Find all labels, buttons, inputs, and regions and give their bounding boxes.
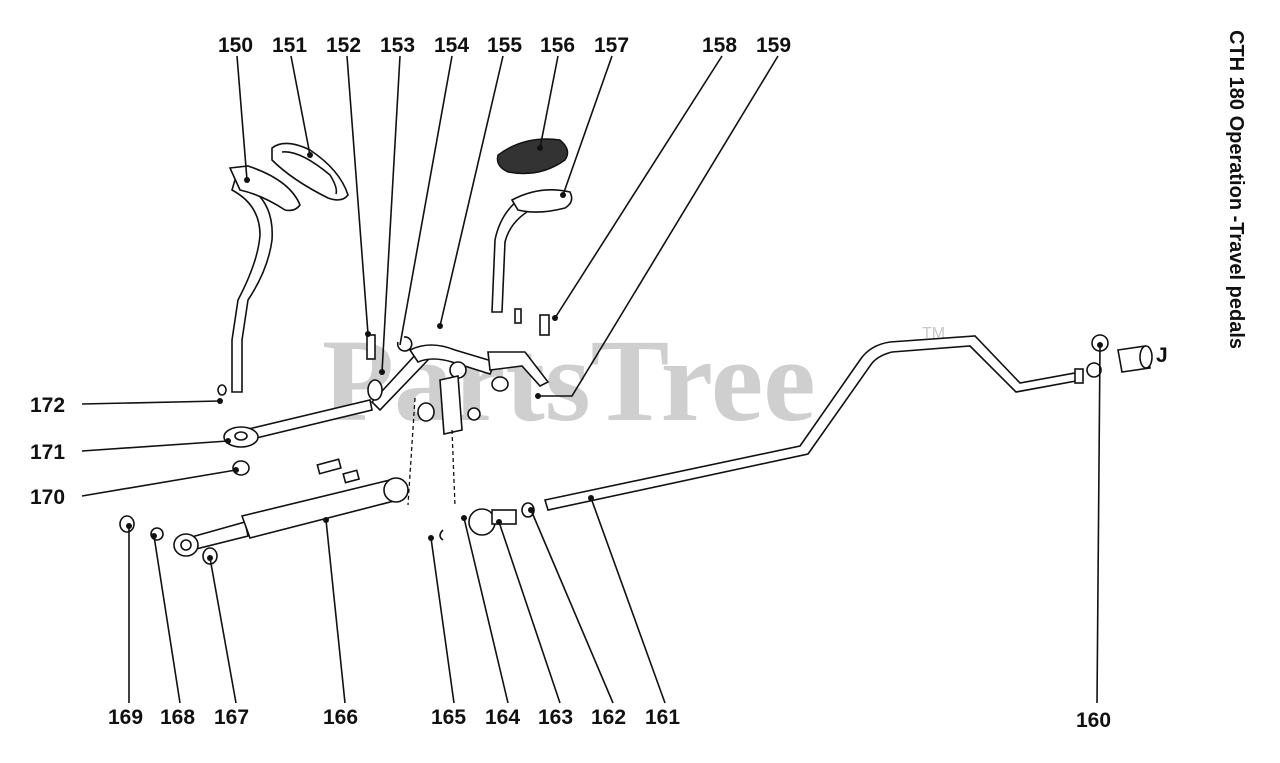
pedal-pad-151: [271, 142, 349, 201]
callout-169: 169: [108, 706, 143, 729]
callout-168: 168: [160, 706, 195, 729]
callouts-left: 172 171 170: [30, 394, 65, 509]
pedal-pad-156: [496, 138, 569, 175]
clip-154: [396, 336, 413, 352]
callout-154: 154: [434, 34, 469, 57]
callout-167: 167: [214, 706, 249, 729]
pin-158: [539, 314, 550, 336]
dash-line-b: [451, 429, 456, 507]
callout-165: 165: [431, 706, 466, 729]
j-label: J: [1156, 344, 1168, 367]
cross-shaft-171: [223, 344, 550, 448]
callout-155: 155: [487, 34, 522, 57]
diagram-title: CTH 180 Operation -Travel pedals: [1225, 30, 1247, 349]
callout-162: 162: [591, 706, 626, 729]
callout-171: 171: [30, 441, 65, 464]
callout-160: 160: [1076, 709, 1111, 732]
bushing-153: [367, 379, 383, 401]
callout-156: 156: [540, 34, 575, 57]
washer-a: [417, 402, 435, 422]
callout-158: 158: [702, 34, 737, 57]
nut-a: [467, 407, 481, 421]
clip-165: [439, 529, 444, 541]
washer-160: [1086, 362, 1102, 378]
callout-166: 166: [323, 706, 358, 729]
nut-b: [491, 376, 509, 392]
coupling-163: [468, 508, 496, 536]
callout-152: 152: [326, 34, 361, 57]
pin-a: [514, 308, 522, 324]
dash-line-a: [407, 397, 416, 506]
callout-164: 164: [485, 706, 520, 729]
coupling-tube: [491, 509, 517, 525]
bushing-b: [342, 469, 361, 484]
callout-161: 161: [645, 706, 680, 729]
callout-170: 170: [30, 486, 65, 509]
callouts-bottom: 169 168 167 166 165 164 163 162 161 160: [108, 706, 1111, 732]
callout-172: 172: [30, 394, 65, 417]
pedal-left-150: [228, 165, 301, 393]
callout-153: 153: [380, 34, 415, 57]
clip-172: [217, 384, 227, 396]
pin-152: [366, 334, 376, 360]
callout-150: 150: [218, 34, 253, 57]
callouts-top: 150 151 152 153 154 155 156 157 158 159: [218, 34, 791, 57]
leader-lines: [81, 55, 1103, 704]
callout-157: 157: [594, 34, 629, 57]
callout-163: 163: [538, 706, 573, 729]
pedal-right-157: [491, 189, 573, 313]
bolt-a: [316, 458, 342, 475]
rod-161: [543, 335, 1084, 511]
callout-151: 151: [272, 34, 307, 57]
callout-159: 159: [756, 34, 791, 57]
damper-166: [173, 477, 409, 557]
